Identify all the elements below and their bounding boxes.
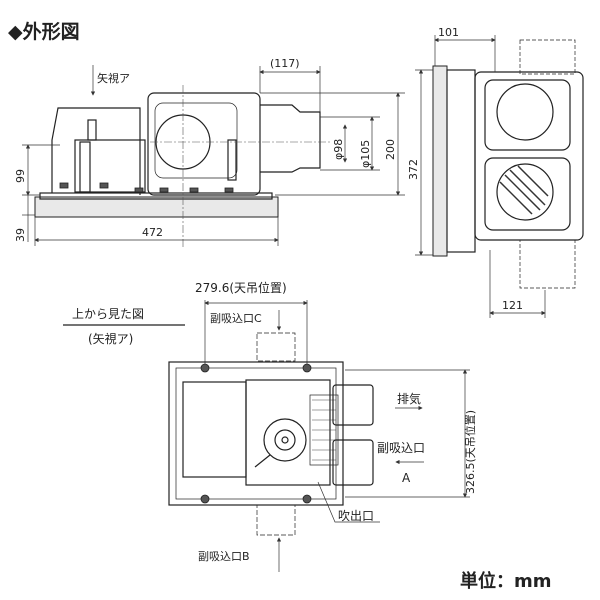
side-view: 101 372 121 (407, 26, 584, 318)
exhaust-port (332, 384, 374, 426)
intake-c-label: 副吸込口C (210, 312, 262, 325)
fan-circle (263, 418, 307, 462)
side-panel (432, 65, 448, 257)
duct-box (147, 92, 261, 196)
bolt-marks (59, 182, 234, 193)
top-panel (168, 361, 344, 506)
unit-label: 単位：mm (460, 570, 552, 592)
view-arrow-label: 矢視ア (97, 71, 130, 85)
control-box (182, 381, 247, 478)
intake-a-label: 副吸込口 (377, 441, 425, 455)
intake-a-letter: A (402, 471, 411, 485)
dim-372: 372 (407, 159, 420, 180)
dim-phi98: φ98 (332, 139, 345, 160)
dim-39: 39 (14, 228, 27, 242)
dim-279: 279.6(天吊位置) (195, 280, 287, 295)
dim-phi105: φ105 (359, 140, 372, 168)
dim-99: 99 (14, 169, 27, 183)
dim-472: 472 (142, 226, 163, 239)
intake-a-port (332, 439, 374, 486)
upper-duct-circle (496, 83, 554, 141)
top-view-caption-sub: (矢視ア) (88, 331, 133, 346)
exhaust-label: 排気 (397, 391, 421, 406)
outlet-leader (317, 481, 380, 523)
dim-200: 200 (384, 139, 397, 160)
ceiling-panel (34, 196, 279, 218)
dim-326: 326.5(天吊位置) (463, 410, 477, 494)
exhaust-duct (260, 104, 321, 173)
dim-101: 101 (438, 26, 459, 39)
side-body (474, 71, 584, 241)
lower-duct-circle (496, 163, 554, 221)
intake-b-label: 副吸込口B (198, 550, 250, 563)
drawing-title: ◆外形図 (8, 20, 80, 43)
top-view-caption: 上から見た図 (72, 307, 144, 321)
front-view: 矢視ア (117) φ98 φ105 200 99 39 472 (14, 57, 405, 248)
outlet-label: 吹出口 (338, 509, 374, 523)
top-view: 上から見た図 (矢視ア) 279.6(天吊位置) 副吸込口C 排気 副吸込口 (63, 280, 477, 572)
motor-housing (51, 107, 141, 195)
dim-121: 121 (502, 299, 523, 312)
dim-117: (117) (270, 57, 300, 70)
